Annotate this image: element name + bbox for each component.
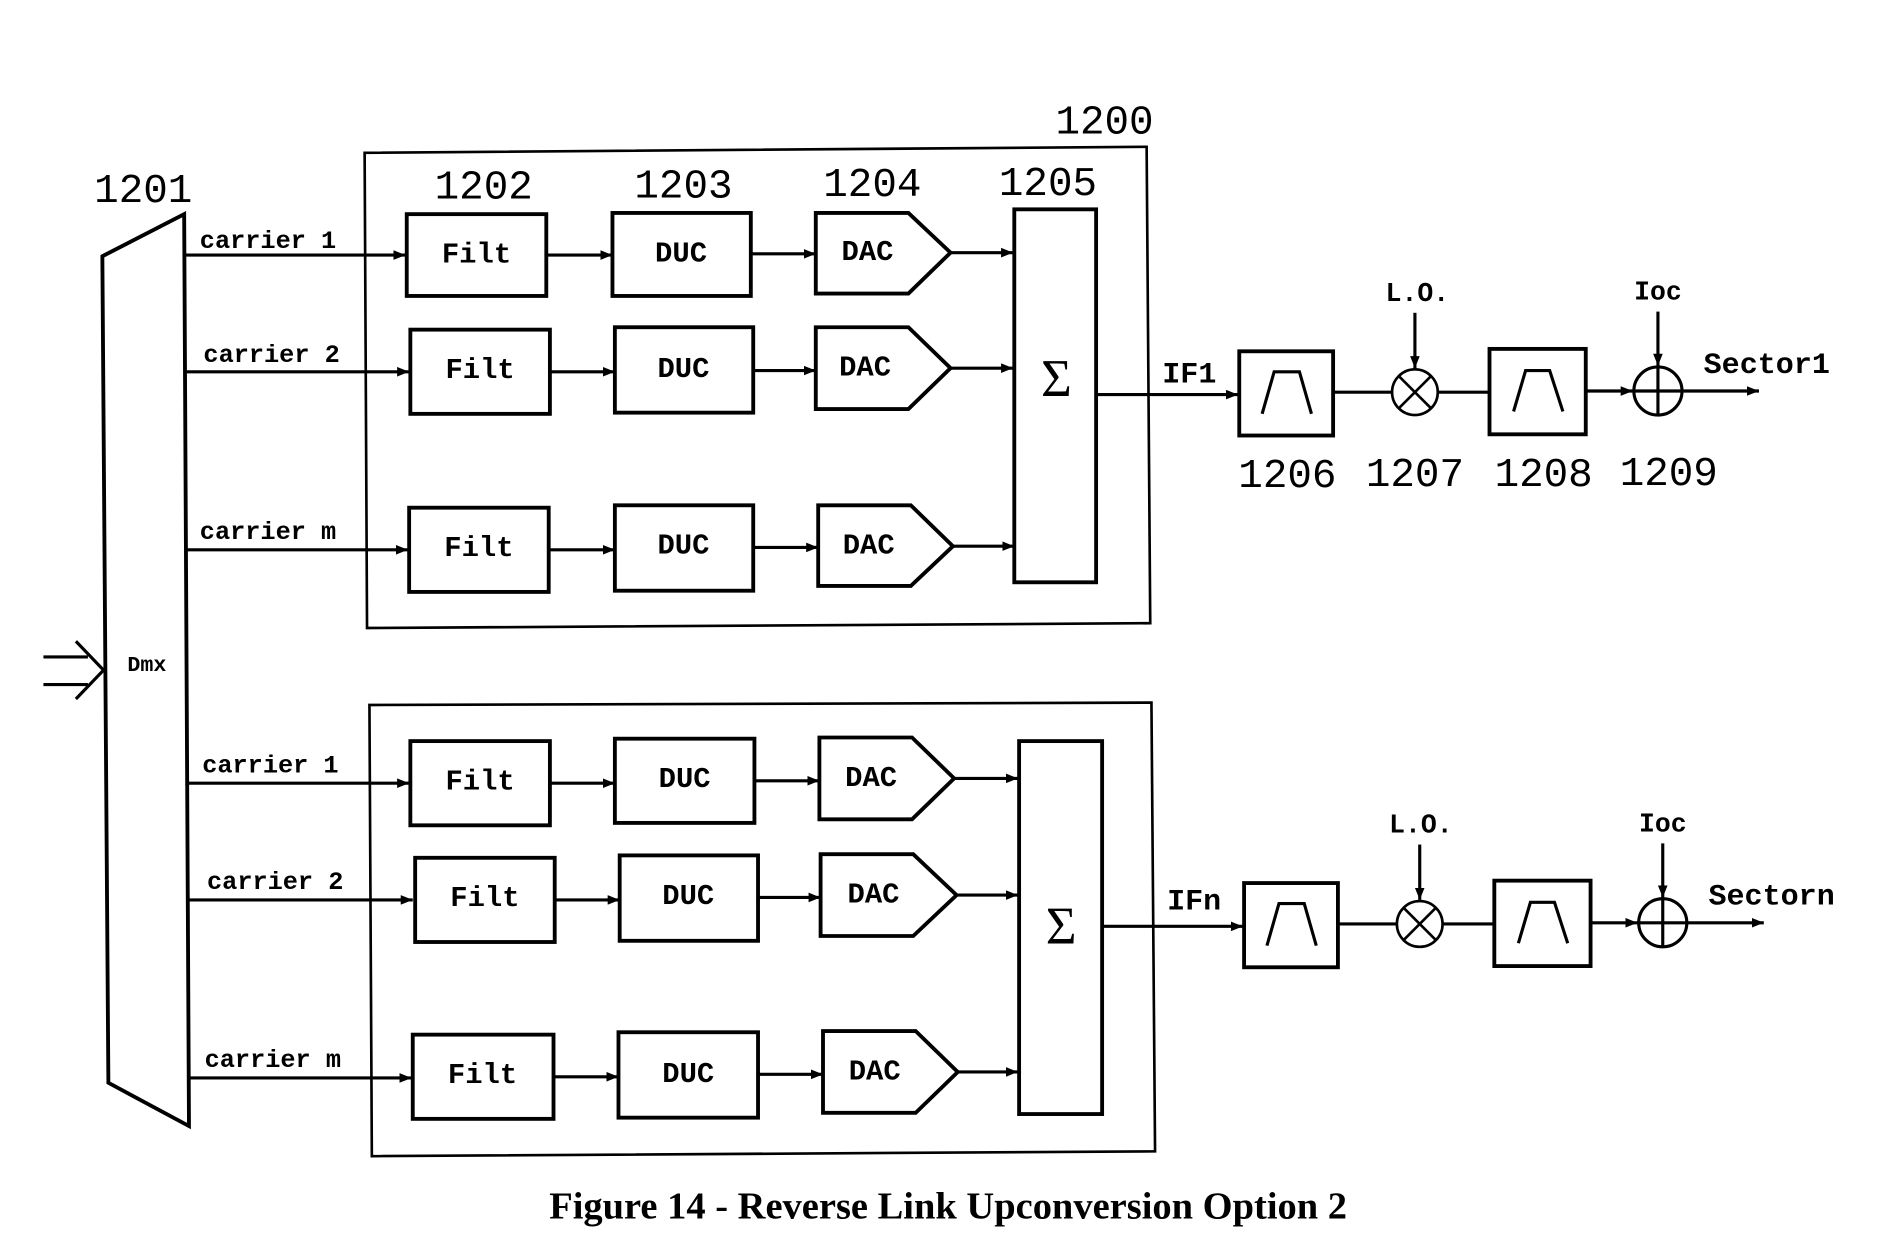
ref-1205: 1205 xyxy=(999,162,1097,208)
mixer-x-mark xyxy=(1404,908,1436,940)
carrier-label: carrier 1 xyxy=(200,227,336,256)
carrier-label: carrier 1 xyxy=(202,751,338,780)
carrier-label: carrier m xyxy=(205,1046,341,1075)
ref-1206: 1206 xyxy=(1238,454,1336,500)
sector-1-carrier-2-chain: carrier 2 Filt DUC DAC xyxy=(185,327,1013,414)
dac-label: DAC xyxy=(849,1055,901,1088)
dac-label: DAC xyxy=(843,530,895,563)
ref-1204: 1204 xyxy=(823,163,921,209)
duc-label: DUC xyxy=(662,1058,714,1091)
sector-n-carrier-1-chain: carrier 1 Filt DUC DAC xyxy=(187,737,1018,825)
bandpass-filter-2 xyxy=(1494,881,1590,966)
dac-label: DAC xyxy=(845,762,897,795)
ioc-label: Ioc xyxy=(1639,809,1687,839)
duc-label: DUC xyxy=(657,353,709,386)
sector-1-summer-symbol: Σ xyxy=(1041,350,1072,408)
sector-n-carrier-2-chain: carrier 2 Filt DUC DAC xyxy=(189,854,1018,942)
sector-output-label: Sector1 xyxy=(1704,349,1830,383)
ref-1201: 1201 xyxy=(94,169,192,215)
sector-1-carrier-1-chain: carrier 1 Filt DUC DAC xyxy=(184,213,1013,296)
sector-n-carrier-m-chain: carrier m Filt DUC DAC xyxy=(189,1031,1018,1119)
demux-label: Dmx xyxy=(127,653,166,678)
sector-1-carrier-m-chain: carrier m Filt DUC DAC xyxy=(185,505,1014,592)
ref-1200: 1200 xyxy=(1055,101,1153,147)
lo-label: L.O. xyxy=(1389,811,1453,841)
duc-label: DUC xyxy=(657,530,709,563)
ref-1202: 1202 xyxy=(435,166,533,212)
lo-label: L.O. xyxy=(1386,279,1450,309)
ref-1203: 1203 xyxy=(634,164,732,210)
ioc-label: Ioc xyxy=(1634,278,1682,308)
duc-label: DUC xyxy=(659,763,711,796)
carrier-label: carrier m xyxy=(200,518,336,547)
dac-label: DAC xyxy=(839,352,891,385)
sector-n-output-chain: IFn L.O. Ioc Sectorn xyxy=(1102,809,1835,967)
ref-1208: 1208 xyxy=(1495,453,1593,499)
filter-label: Filt xyxy=(444,532,513,565)
bandpass-filter-2 xyxy=(1490,349,1586,434)
if-label: IFn xyxy=(1167,886,1221,920)
dac-label: DAC xyxy=(842,236,894,269)
sector-output-label: Sectorn xyxy=(1708,881,1834,915)
dac-label: DAC xyxy=(848,879,900,912)
ref-1207: 1207 xyxy=(1366,453,1464,499)
carrier-label: carrier 2 xyxy=(207,868,343,897)
duc-label: DUC xyxy=(655,237,707,270)
filter-label: Filt xyxy=(445,354,514,387)
filter-label: Filt xyxy=(448,1059,517,1092)
duc-label: DUC xyxy=(662,880,714,913)
ref-1209: 1209 xyxy=(1620,452,1718,498)
sector-1-output-chain: IF1 L.O. Ioc Sector1 xyxy=(1096,278,1830,436)
carrier-label: carrier 2 xyxy=(203,341,339,370)
if-label: IF1 xyxy=(1162,359,1216,393)
figure-caption: Figure 14 - Reverse Link Upconversion Op… xyxy=(549,1186,1347,1228)
bandpass-filter-1 xyxy=(1239,351,1333,435)
mixer-x-mark xyxy=(1399,376,1431,408)
filter-label: Filt xyxy=(445,766,514,799)
input-double-arrow xyxy=(43,641,103,699)
sector-n-summer-symbol: Σ xyxy=(1046,897,1077,955)
filter-label: Filt xyxy=(442,239,511,272)
filter-label: Filt xyxy=(450,882,519,915)
bandpass-filter-1 xyxy=(1244,883,1338,967)
